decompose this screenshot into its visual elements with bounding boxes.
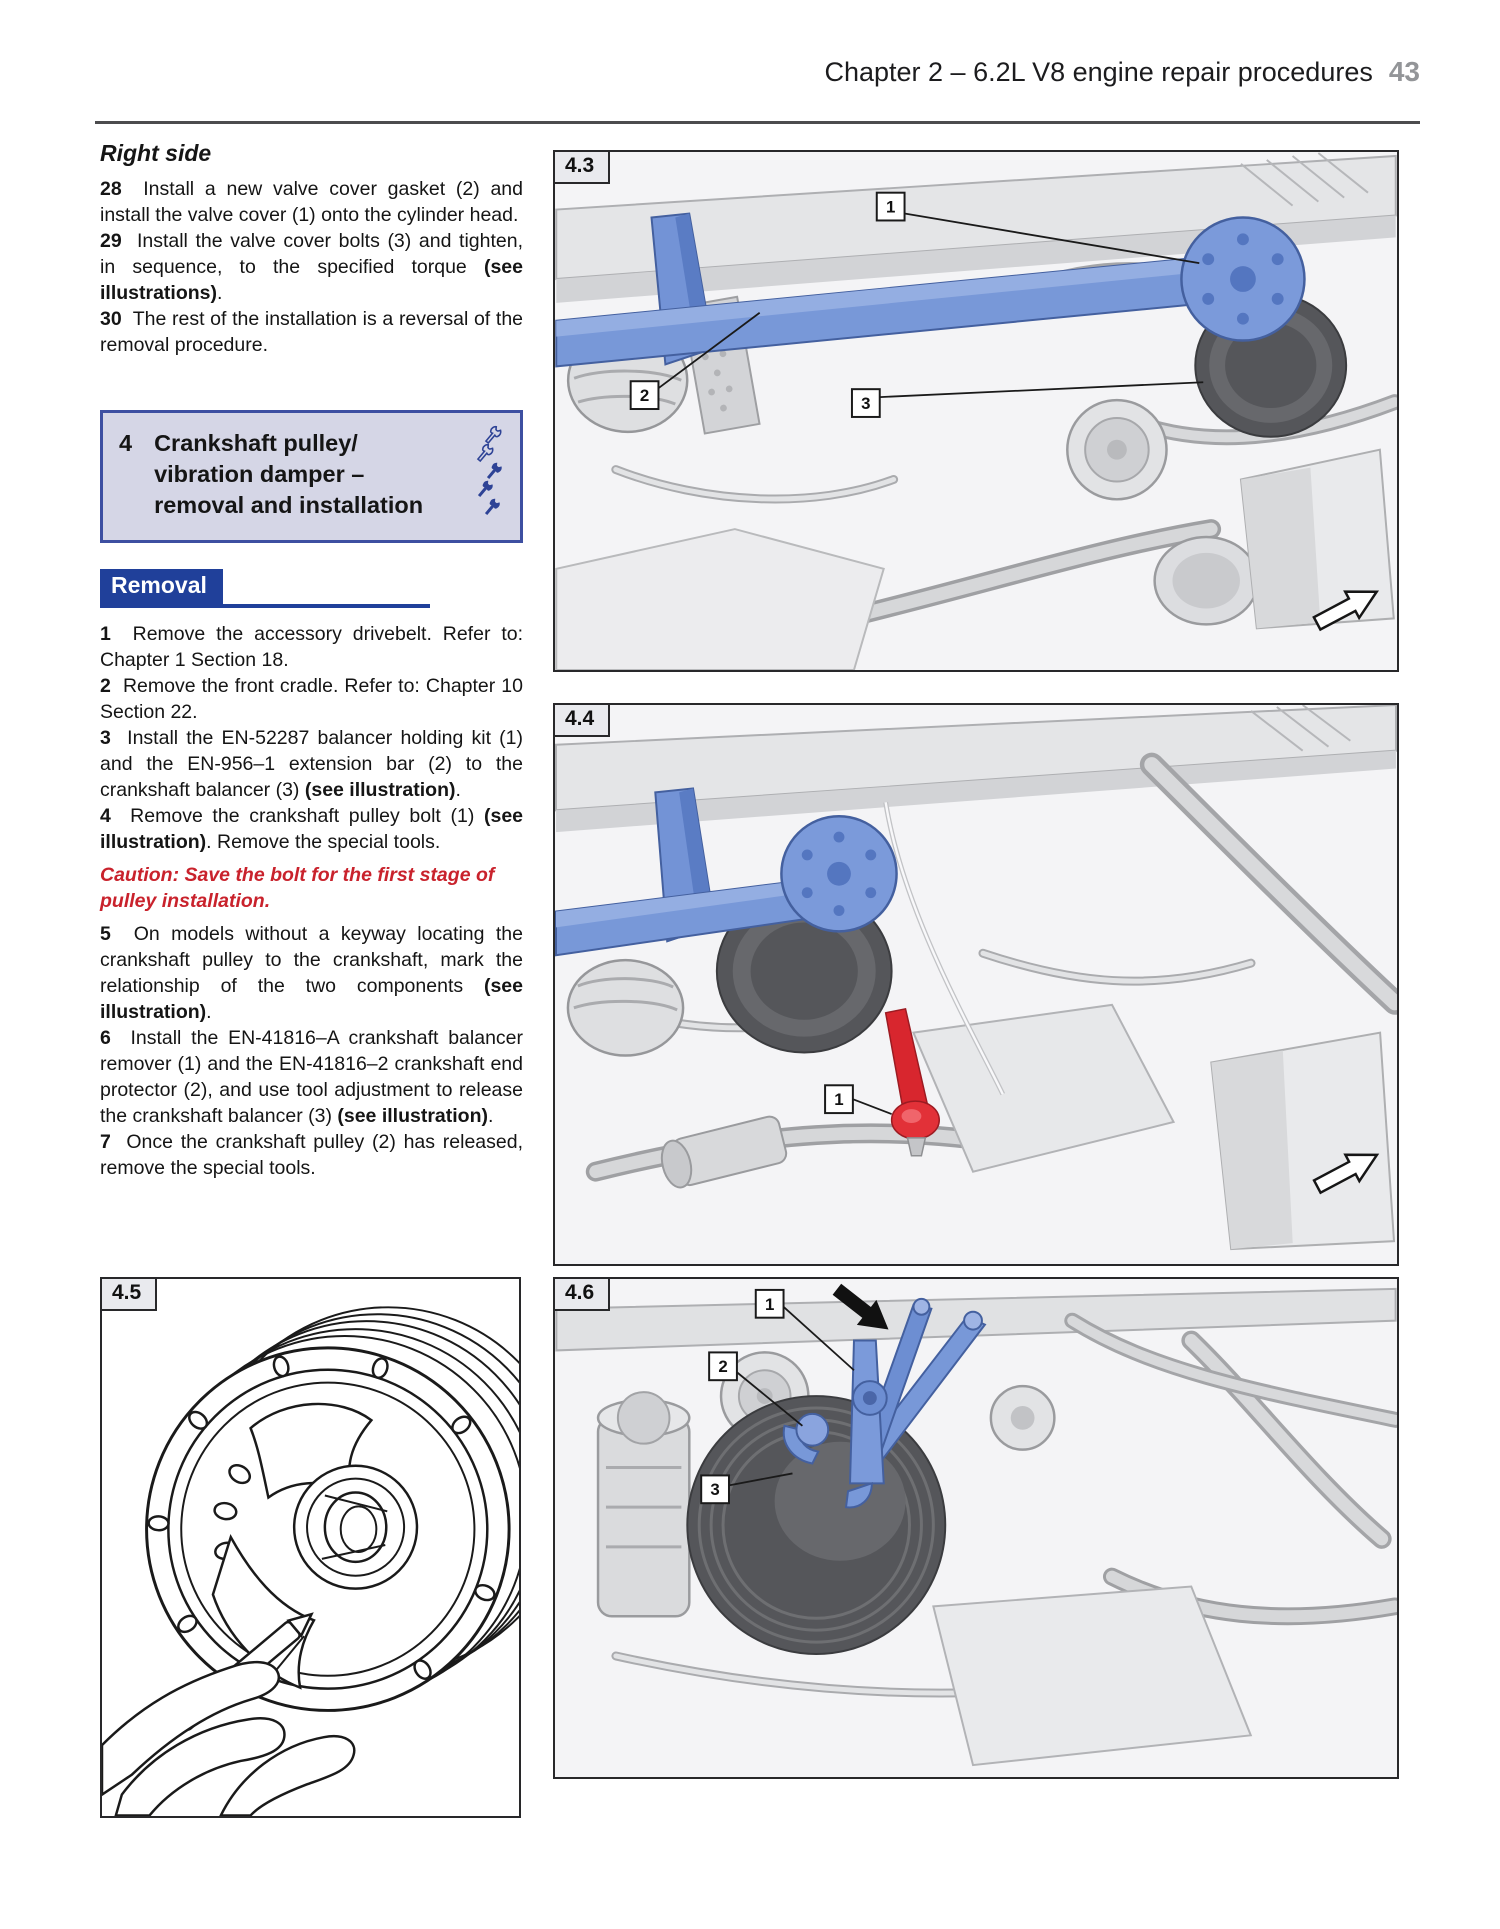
chapter-title: Chapter 2 – 6.2L V8 engine repair proced… [824,57,1373,87]
vehicle-frame [555,154,1397,281]
svg-text:1: 1 [886,198,895,217]
thumb [114,1717,286,1816]
figure-4-4: 1 4.4 [553,703,1399,1266]
black-arrow-icon [832,1283,889,1330]
callout-leader [904,212,1200,265]
callout-leader [736,1371,803,1427]
figure-4-6: 1 2 3 4.6 [553,1277,1399,1779]
holding-kit-plate [780,814,898,933]
engine-illustration-4-6: 1 2 3 [555,1279,1397,1777]
svg-text:3: 3 [861,394,870,413]
spoke-opening [211,1533,316,1690]
wrench-icon [484,461,504,482]
hand-with-marker [102,1612,356,1816]
step-paragraph: 1 Remove the accessory drivebelt. Refer … [100,623,523,671]
figure-label: 4.3 [553,150,611,184]
section-title: Crankshaft pulley/ vibration damper – re… [154,430,424,518]
page-header: Chapter 2 – 6.2L V8 engine repair proced… [95,56,1420,88]
difficulty-wrench-rating [474,424,504,518]
callout-leader [657,312,761,389]
wrench-icon [482,424,504,447]
wrench-icon [475,479,495,500]
figure-label: 4.6 [553,1277,611,1311]
page-number: 43 [1388,56,1420,87]
callout-2: 2 [629,380,660,411]
svg-text:3: 3 [710,1480,719,1499]
wrench-icon [474,442,496,465]
callout-3: 3 [850,388,881,418]
alignment-string [883,801,1006,1096]
header-rule [95,121,1420,124]
vehicle-frame [555,705,1397,812]
end-protector [795,1412,830,1447]
callout-1: 1 [824,1084,854,1115]
section-heading-box: 4 Crankshaft pulley/ vibration damper – … [100,410,523,543]
removal-heading: Removal [100,569,223,604]
svg-text:1: 1 [765,1295,774,1314]
step-paragraph: 29 Install the valve cover bolts (3) and… [100,230,523,304]
pulley-marking-illustration [102,1279,519,1816]
caution-note: Caution: Save the bolt for the first sta… [100,864,495,912]
callout-leader [852,1098,892,1115]
svg-text:2: 2 [718,1357,727,1376]
cylinder-component [660,1115,788,1189]
removal-heading-rule: Removal [100,569,430,608]
hatched-panel [1240,152,1369,207]
callout-1: 1 [875,191,906,222]
figure-4-3: 1 2 3 4.3 [553,150,1399,672]
step-paragraph: 5 On models without a keyway locating th… [100,923,523,1023]
holding-kit-plate [1180,216,1306,342]
step-paragraph: 7 Once the crankshaft pulley (2) has rel… [100,1131,523,1179]
white-outline-arrow-icon [1312,590,1380,632]
left-text-column: Right side 28 Install a new valve cover … [100,140,523,1181]
step-paragraph: 28 Install a new valve cover gasket (2) … [100,178,523,226]
svg-text:2: 2 [640,386,649,405]
damper-face [145,1346,511,1712]
figure-label: 4.5 [100,1277,158,1311]
index-finger [102,1660,280,1797]
installation-steps: 28 Install a new valve cover gasket (2) … [100,176,523,358]
figure-label: 4.4 [553,703,611,737]
white-outline-arrow-icon [1312,1153,1380,1195]
hatched-panel [1250,705,1351,752]
step-paragraph: 2 Remove the front cradle. Refer to: Cha… [100,675,523,723]
figure-4-5: 4.5 [100,1277,521,1818]
wrench-icon [482,497,502,518]
svg-text:1: 1 [834,1090,843,1109]
engine-illustration-4-4: 1 [555,705,1397,1264]
step-paragraph: 6 Install the EN-41816–A crankshaft bala… [100,1027,524,1127]
balancer-remover-tool [782,1297,987,1509]
ribbed-canister [566,958,685,1057]
callout-3: 3 [700,1474,730,1505]
step-paragraph: 3 Install the EN-52287 balancer holding … [100,727,523,801]
ac-compressor [596,1391,691,1618]
section-number: 4 [119,430,133,456]
callout-leader [782,1306,855,1371]
engine-block [932,1585,1253,1767]
callout-1: 1 [754,1288,785,1319]
callout-leader [728,1472,793,1487]
knuckles [219,1735,356,1816]
engine-illustration-4-3: 1 2 3 [555,152,1397,670]
step-paragraph: 30 The rest of the installation is a rev… [100,308,524,356]
hub [292,1464,419,1590]
crankshaft-pulley-bolt-tool [884,1007,941,1157]
callout-2: 2 [708,1351,738,1382]
engine-block [555,528,885,670]
step-paragraph: 4 Remove the crankshaft pulley bolt (1) … [100,805,524,853]
removal-steps: 1 Remove the accessory drivebelt. Refer … [100,621,523,1181]
callout-leader [879,381,1204,398]
right-side-subheading: Right side [100,140,212,166]
